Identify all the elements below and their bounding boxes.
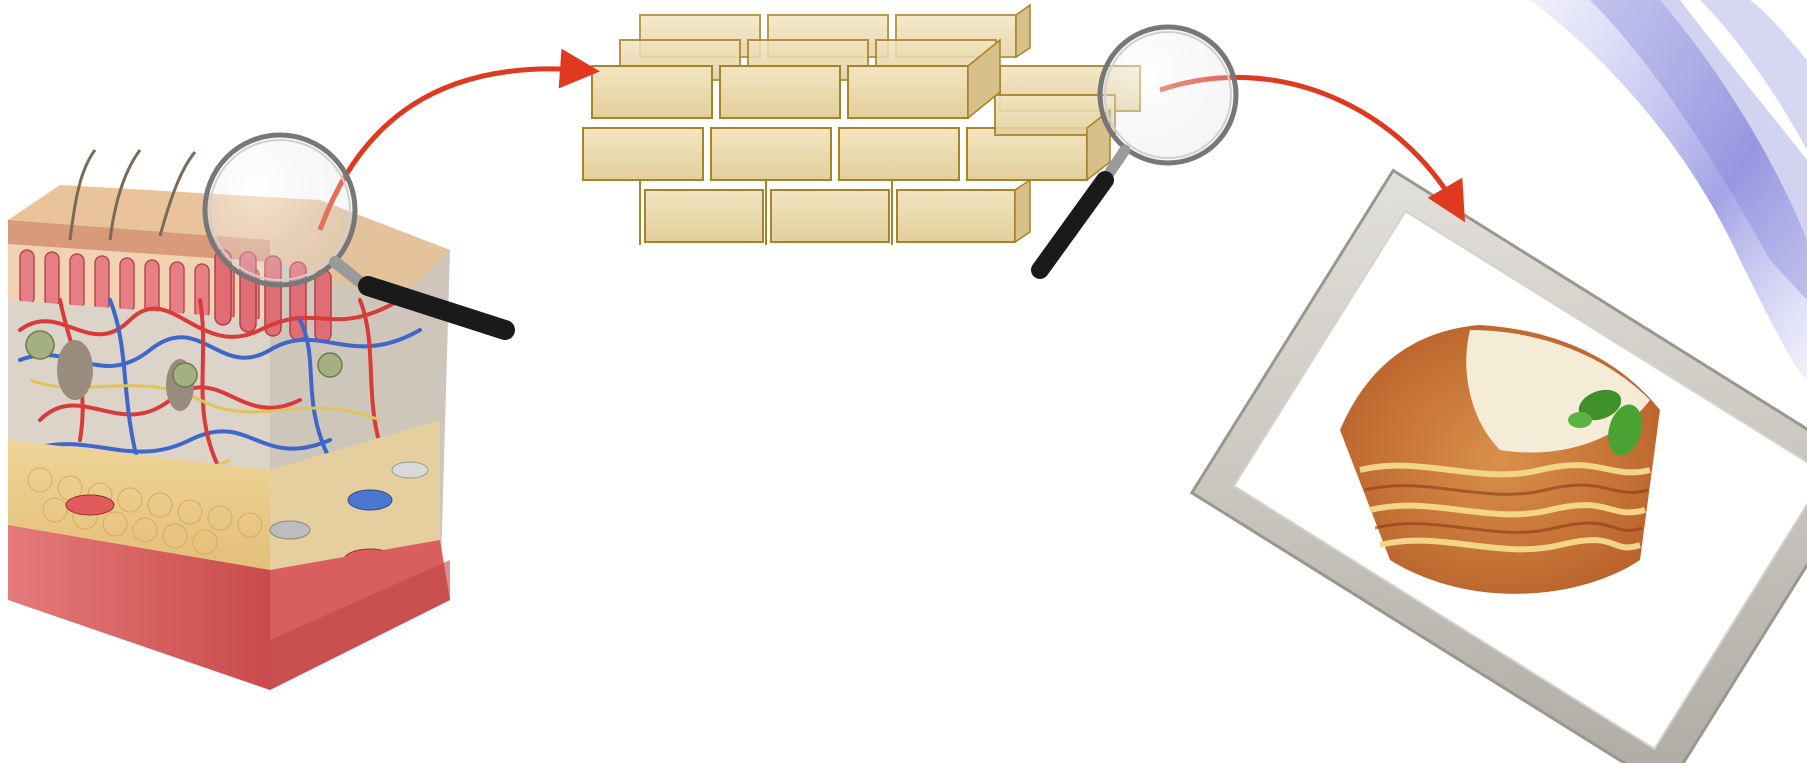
magnifier-right-icon	[1040, 27, 1236, 270]
magnifier-left-icon	[205, 135, 505, 330]
